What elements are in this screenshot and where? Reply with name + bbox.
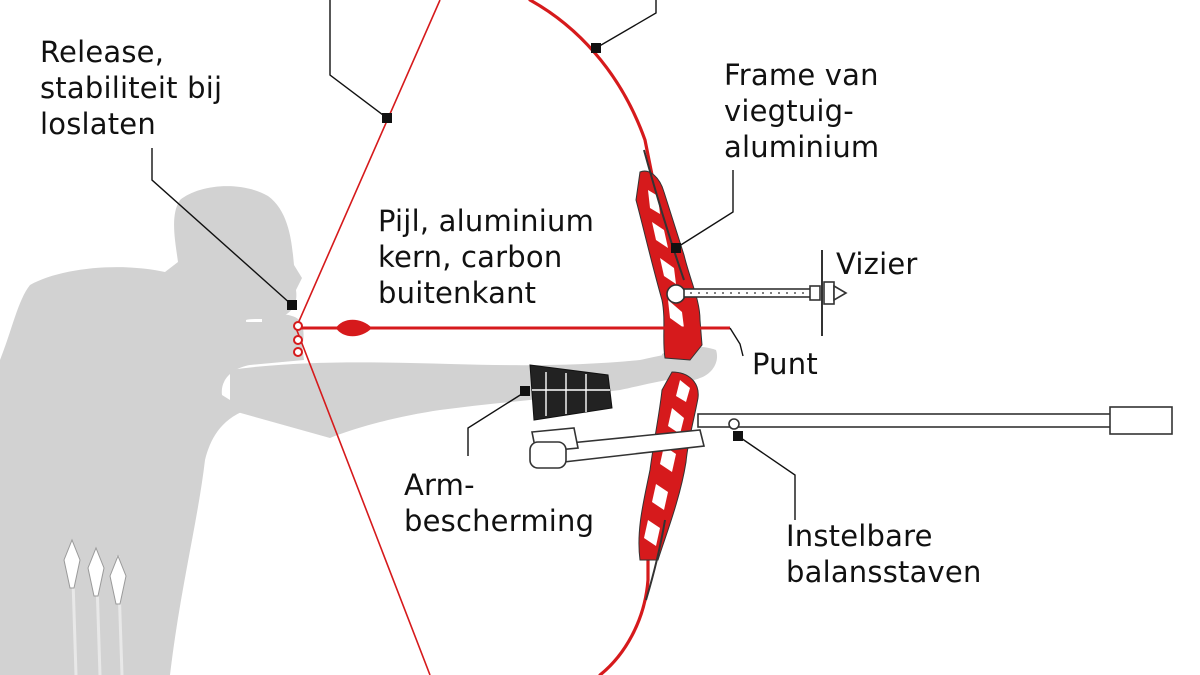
leader-upper-left xyxy=(329,0,388,119)
label-sight: Vizier xyxy=(836,246,918,282)
leader-release xyxy=(151,148,293,306)
leader-frame xyxy=(675,170,734,249)
archer-draw-arm xyxy=(30,285,282,362)
label-stabilizers-line-2: balansstaven xyxy=(786,555,982,589)
quiver-arrow-fletching xyxy=(87,546,105,597)
quiver-arrow-fletching xyxy=(63,538,81,589)
stabilizer-side xyxy=(529,427,705,469)
label-release: Release, stabiliteit bij loslaten xyxy=(40,34,222,142)
quiver-arrows xyxy=(63,538,127,675)
label-armguard-line-2: bescherming xyxy=(404,504,595,538)
label-armguard: Arm- bescherming xyxy=(404,467,594,539)
label-stabilizers: Instelbare balansstaven xyxy=(786,518,982,590)
upper-limb xyxy=(528,0,654,177)
lower-limb xyxy=(598,553,650,675)
leader-stabilizer xyxy=(737,435,796,520)
label-arrow-line-3: buitenkant xyxy=(378,276,537,310)
label-frame: Frame van viegtuig- aluminium xyxy=(724,57,879,165)
bow-string xyxy=(295,0,441,675)
label-release-line-1: Release, xyxy=(40,35,165,69)
arm-guard xyxy=(529,364,613,421)
riser-back-edge xyxy=(643,149,685,281)
label-frame-line-3: aluminium xyxy=(724,130,880,164)
arrow-shaft xyxy=(293,319,730,357)
riser-back-edge-lower xyxy=(645,519,666,601)
label-armguard-line-1: Arm- xyxy=(404,468,475,502)
label-release-line-2: stabiliteit bij xyxy=(40,71,223,105)
leader-point xyxy=(729,327,744,357)
label-arrow-line-2: kern, carbon xyxy=(378,240,563,274)
stabilizer-long xyxy=(697,406,1173,435)
label-arrow-line-1: Pijl, aluminium xyxy=(378,204,595,238)
label-stabilizers-line-1: Instelbare xyxy=(786,519,933,553)
archer-body xyxy=(0,186,304,675)
quiver-arrow-fletching xyxy=(109,554,127,605)
leader-armguard xyxy=(467,391,526,456)
label-sight-line-1: Vizier xyxy=(836,247,918,281)
label-point-line-1: Punt xyxy=(752,347,818,381)
label-arrow: Pijl, aluminium kern, carbon buitenkant xyxy=(378,203,594,311)
label-point: Punt xyxy=(752,346,818,382)
leader-lines xyxy=(151,0,796,520)
archer-silhouette xyxy=(0,186,718,675)
leader-markers xyxy=(287,43,743,441)
label-frame-line-1: Frame van xyxy=(724,58,879,92)
label-release-line-3: loslaten xyxy=(40,107,156,141)
sight-assembly xyxy=(666,250,848,336)
label-frame-line-2: viegtuig- xyxy=(724,94,854,128)
leader-upper-right xyxy=(595,0,657,49)
